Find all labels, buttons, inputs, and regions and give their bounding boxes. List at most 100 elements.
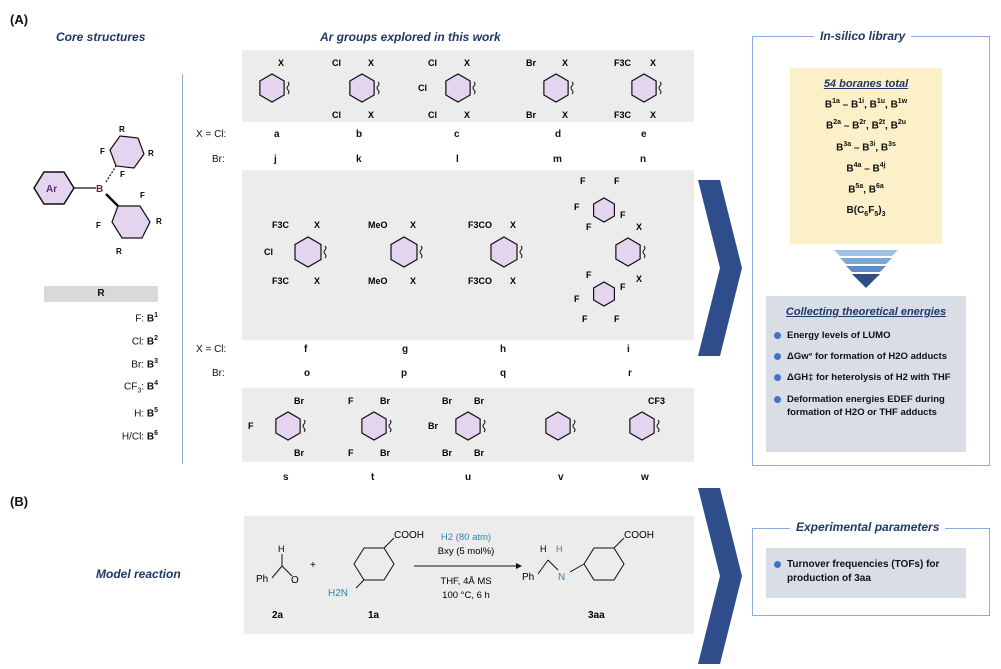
substituent: Br (442, 448, 452, 458)
substituent-x: X (650, 110, 656, 120)
n-product: N (558, 572, 565, 583)
group-label-w: w (641, 472, 649, 483)
substituent: F3C (272, 276, 290, 286)
tof-box: Turnover frequencies (TOFs) for producti… (766, 548, 966, 598)
substituent: F3CO (468, 276, 492, 286)
bullet-dot (774, 352, 781, 360)
h-product-2: H (556, 544, 563, 554)
plus-sign: + (310, 560, 316, 571)
core-r-2: R (148, 149, 154, 158)
substituent: F (348, 396, 354, 406)
attachment-bond (570, 81, 574, 95)
r-table: F: B1 Cl: B2 Br: B3 CF3: B4 H: B5 H/Cl: … (44, 306, 158, 447)
fluorine: F (614, 314, 620, 324)
attachment-bond (658, 81, 662, 95)
core-r-3: R (156, 217, 162, 226)
cooh-1: COOH (394, 530, 424, 541)
borane-line-2: B2a – B2r, B2t, B2u (826, 119, 906, 132)
group-label-n: n (640, 154, 647, 165)
group-label-e: e (641, 129, 647, 140)
group-label-c: c (454, 129, 460, 140)
substituent-x: X (636, 222, 642, 232)
fluorine: F (614, 176, 620, 186)
substituent: Br (294, 396, 304, 406)
ph-product: Ph (522, 572, 534, 583)
core-f-4: F (96, 221, 101, 230)
cond-h2: H2 (80 atm) (441, 532, 491, 543)
reaction-scheme: Ph H O 2a + COOH H2N 1a H2 (80 atm) Bxy … (256, 530, 654, 621)
substituent: Br (474, 448, 484, 458)
label-1a: 1a (368, 610, 380, 621)
group-label-l: l (456, 154, 459, 165)
substituent: F (348, 448, 354, 458)
substituent: Br (526, 110, 536, 120)
core-r-4: R (116, 247, 122, 256)
attachment-bond (388, 419, 392, 433)
fluorine: F (620, 282, 626, 292)
vertical-divider (182, 74, 183, 464)
cond-solvent: THF, 4Å MS (440, 576, 491, 587)
substituent-x: X (278, 58, 284, 68)
core-r-1: R (119, 125, 125, 134)
group-label-q: q (500, 368, 507, 379)
label-2a: 2a (272, 610, 284, 621)
aryl-ring (629, 411, 655, 441)
substituent: Cl (264, 247, 273, 257)
group-label-h: h (500, 344, 507, 355)
library-title: In-silico library (814, 29, 912, 43)
substituent: CF3 (648, 396, 665, 406)
r-row: F: B1 (135, 312, 158, 325)
fluorine: F (574, 202, 580, 212)
fluorine: F (620, 210, 626, 220)
borane-line-5: B5a, B6a (848, 183, 884, 196)
substituent: Br (294, 448, 304, 458)
core-f-2: F (120, 170, 125, 179)
model-reaction-title: Model reaction (96, 567, 181, 581)
group-label-g: g (402, 344, 409, 355)
attachment-bond (302, 419, 306, 433)
substituent: F (248, 421, 254, 431)
r-row: H: B5 (134, 407, 158, 420)
aryl-ring (455, 411, 481, 441)
borane-total: 54 boranes total (823, 78, 909, 90)
substituent-x: X (314, 220, 320, 230)
cond-temp: 100 °C, 6 h (442, 590, 490, 601)
h2n-label: H2N (328, 588, 348, 599)
section-b-label: (B) (10, 494, 29, 509)
r-row: H/Cl: B6 (121, 430, 158, 443)
substituent-x: X (314, 276, 320, 286)
group-label-s: s (283, 472, 289, 483)
group-label-v: v (558, 472, 564, 483)
group-label-p: p (401, 368, 408, 379)
substituent: F3C (614, 110, 632, 120)
group-label-t: t (371, 472, 375, 483)
row2-xcl-label: X = Cl: (196, 344, 227, 355)
aryl-ring (349, 73, 375, 103)
substituent-x: X (650, 58, 656, 68)
substituent: Br (428, 421, 438, 431)
right-arrow-a (698, 180, 742, 356)
r-table-header: R (44, 286, 158, 302)
h-aldehyde: H (278, 544, 285, 554)
collecting-title: Collecting theoretical energies (785, 306, 947, 318)
substituent-x: X (368, 58, 374, 68)
attachment-bond (286, 81, 290, 95)
substituent-x: X (464, 58, 470, 68)
group-label-u: u (465, 472, 472, 483)
substituent: Cl (428, 58, 437, 68)
substituent: MeO (368, 220, 388, 230)
aryl-ring (294, 236, 322, 268)
right-arrow-b (698, 488, 742, 664)
fluoroaryl-ring (593, 197, 615, 223)
substituent: Cl (428, 110, 437, 120)
core-borane-structure: Ar B F F R R F F R R (33, 125, 162, 256)
substituent: Br (442, 396, 452, 406)
aryl-ring (545, 411, 571, 441)
cooh-2: COOH (624, 530, 654, 541)
stacked-down-arrow (834, 250, 898, 288)
row1-br-label: Br: (212, 154, 225, 165)
substituent: Br (380, 448, 390, 458)
aryl-ring (543, 73, 569, 103)
energy-item: ΔGw° for formation of H2O adducts (774, 351, 966, 362)
